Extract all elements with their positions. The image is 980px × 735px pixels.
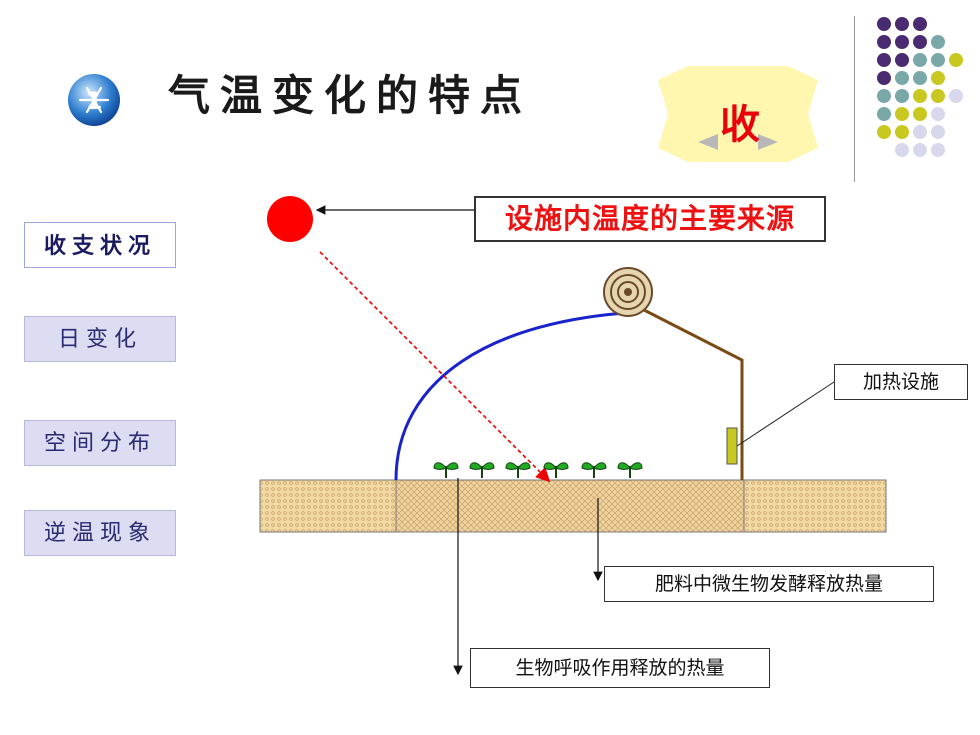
manure-heat-label: 肥料中微生物发酵释放热量 (604, 566, 934, 602)
respiration-heat-label: 生物呼吸作用释放的热量 (470, 648, 770, 688)
divider-line (854, 16, 855, 182)
rolled-mat-icon (603, 267, 653, 317)
seedlings (433, 462, 643, 478)
ground-inside (395, 479, 745, 533)
sun-icon (267, 196, 313, 242)
svg-text:1: 1 (86, 87, 103, 115)
greenhouse-back-wall (643, 308, 744, 480)
badge-label: 收 (720, 101, 760, 148)
heater-label: 加热设施 (834, 364, 968, 400)
ribbon-badge-icon (658, 66, 818, 162)
ground-left (259, 479, 397, 533)
sidebar-item-daily-change[interactable]: 日变化 (24, 316, 176, 362)
ground-right (743, 479, 887, 533)
decorative-dot-grid (877, 17, 963, 157)
snowflake-sphere-icon: 1 (68, 74, 120, 126)
heater-leader-line (736, 381, 835, 447)
heater-device (726, 427, 738, 465)
page-title: 气温变化的特点 (168, 71, 533, 120)
sidebar-item-inversion[interactable]: 逆温现象 (24, 510, 176, 556)
sunlight-ray (319, 251, 551, 483)
sidebar-item-balance[interactable]: 收支状况 (24, 222, 176, 268)
sidebar-item-spatial-distribution[interactable]: 空间分布 (24, 420, 176, 466)
greenhouse-arch (394, 310, 641, 481)
heat-source-label: 设施内温度的主要来源 (474, 196, 826, 242)
